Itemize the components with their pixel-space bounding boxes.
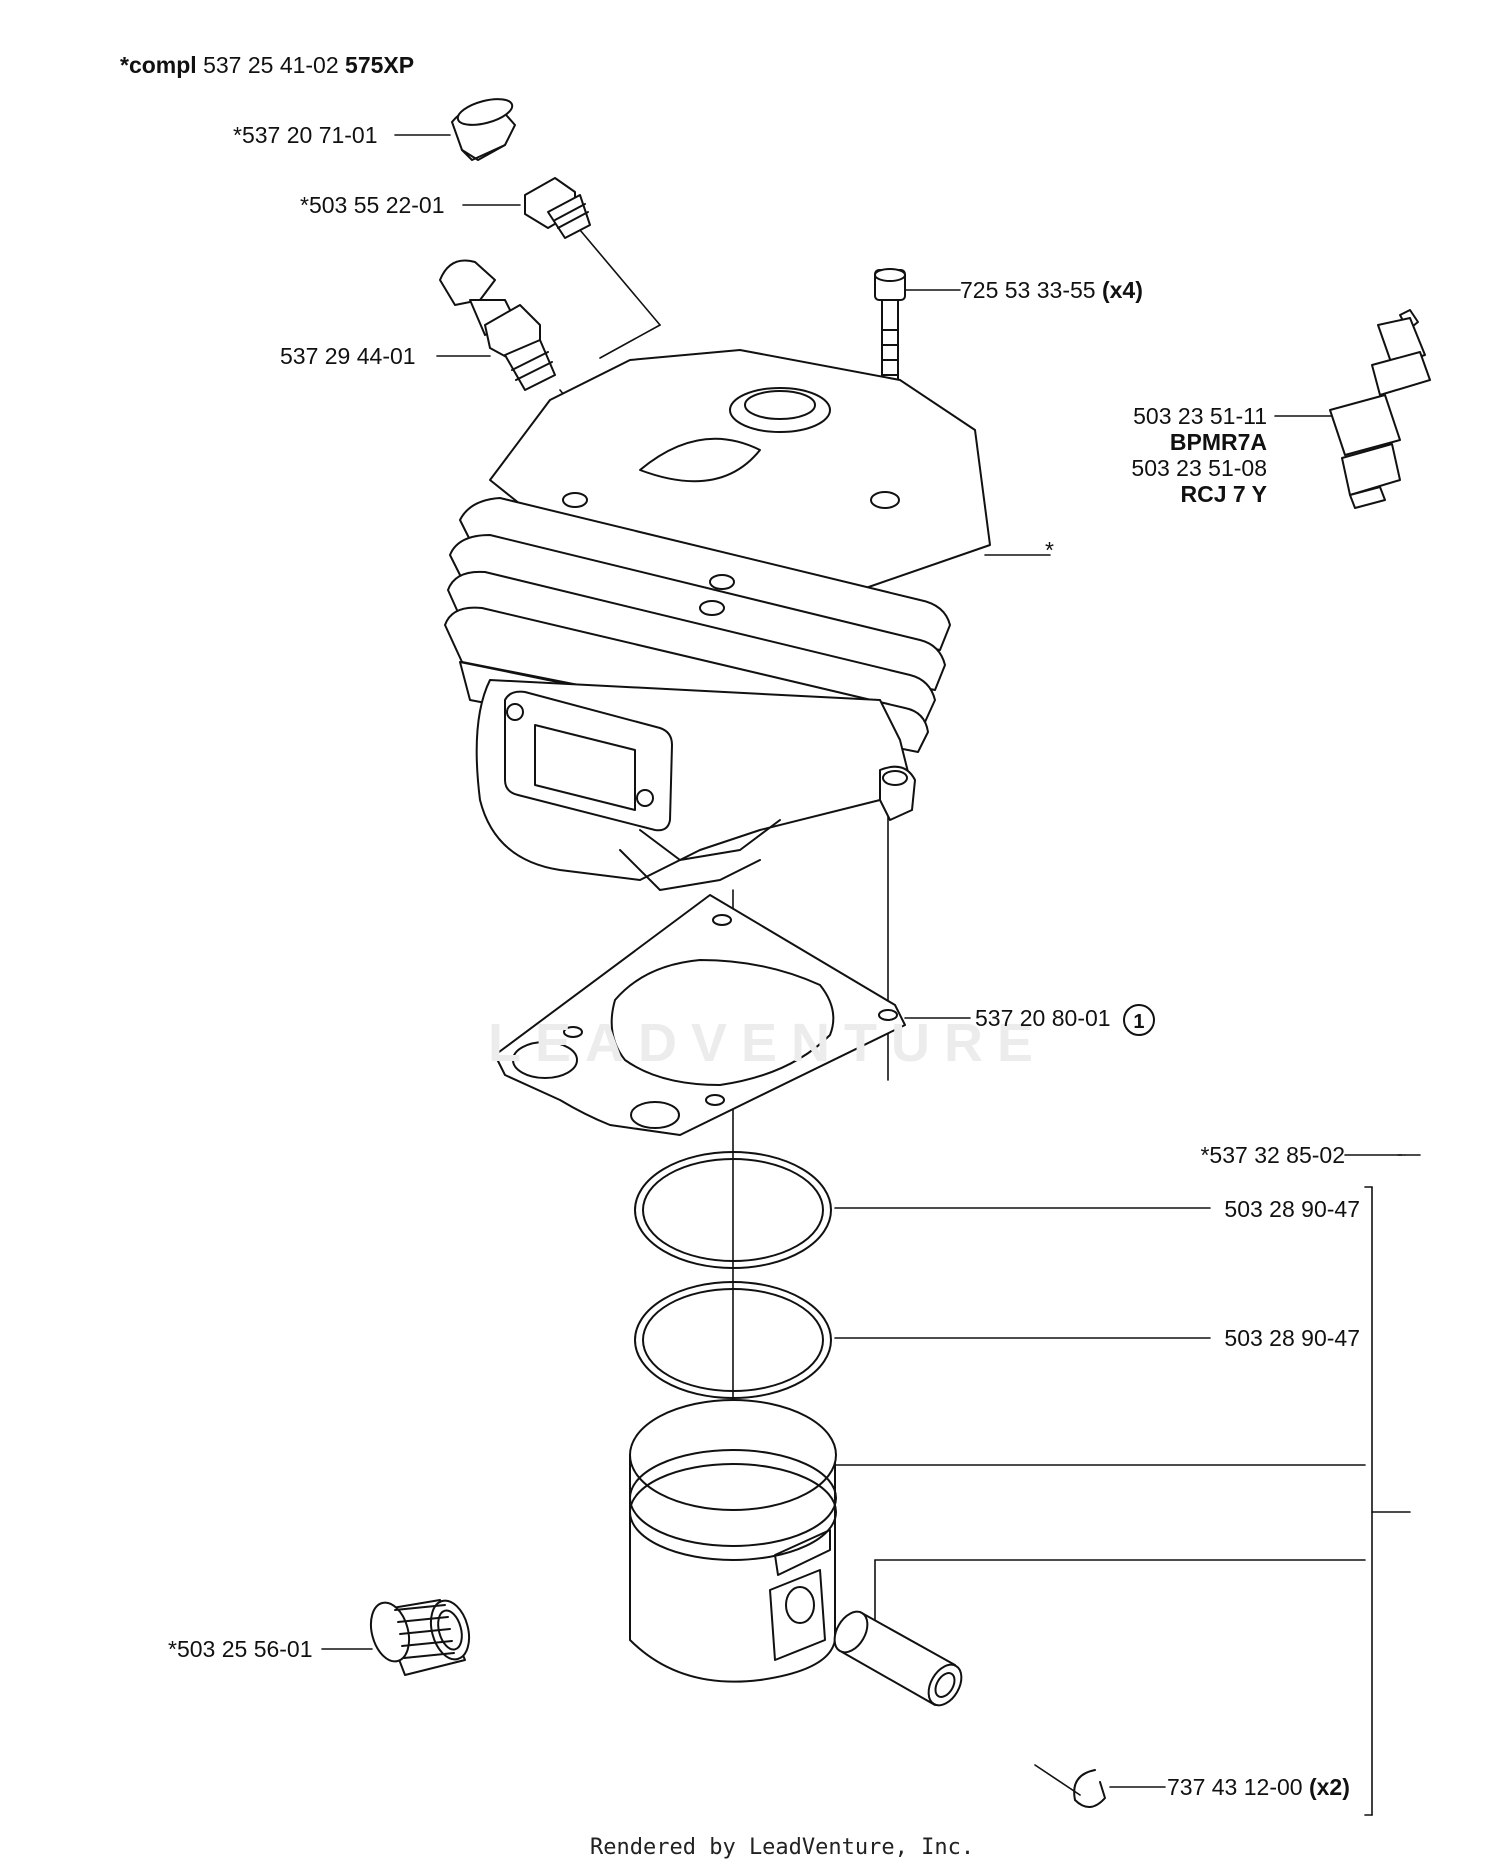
piston-pin	[833, 1610, 963, 1707]
cylinder-screw	[874, 268, 906, 399]
label-piston-ring-2[interactable]: 503 28 90-47	[1224, 1325, 1360, 1351]
cylinder-screw-qty: (x4)	[1101, 277, 1143, 303]
piston	[629, 1399, 837, 1683]
circlip-part-number: 737 43 12-00	[1167, 1774, 1303, 1800]
plug-cap	[451, 98, 516, 161]
gasket-callout-circle: 1	[1122, 1004, 1155, 1036]
label-plug-screw[interactable]: *503 55 22-01	[300, 192, 445, 218]
watermark: LEADVENTURE	[488, 1013, 1048, 1073]
label-decompression-valve[interactable]: 537 29 44-01	[280, 343, 416, 369]
label-plug-cap[interactable]: *537 20 71-01	[233, 122, 378, 148]
label-gasket[interactable]: 537 20 80-01 1	[975, 1004, 1155, 1036]
label-needle-bearing[interactable]: *503 25 56-01	[168, 1636, 313, 1662]
header-model: 575XP	[345, 52, 415, 78]
piston-ring-1	[634, 1151, 832, 1269]
label-cylinder-star: *	[1045, 537, 1054, 563]
label-spark-plug-1-type: BPMR7A	[1169, 429, 1267, 455]
header-part-number: 537 25 41-02	[203, 52, 339, 78]
circlip	[1073, 1769, 1106, 1808]
label-spark-plug-1[interactable]: 503 23 51-11	[1133, 403, 1267, 429]
label-spark-plug-2-type: RCJ 7 Y	[1180, 481, 1267, 507]
gasket-part-number: 537 20 80-01	[975, 1005, 1111, 1032]
cylinder	[444, 349, 991, 891]
header-prefix: *compl	[120, 52, 197, 78]
footer-credit: Rendered by LeadVenture, Inc.	[590, 1835, 975, 1860]
label-piston-ring-1[interactable]: 503 28 90-47	[1224, 1196, 1360, 1222]
piston-ring-2	[634, 1281, 832, 1399]
plug-screw	[524, 177, 591, 239]
needle-bearing	[369, 1599, 471, 1676]
spark-plug	[1329, 309, 1431, 509]
cylinder-screw-part-number: 725 53 33-55	[960, 277, 1096, 303]
cylinder-gasket	[494, 894, 906, 1136]
label-cylinder-screw[interactable]: 725 53 33-55 (x4)	[960, 277, 1143, 303]
label-circlip[interactable]: 737 43 12-00 (x2)	[1167, 1774, 1350, 1800]
label-spark-plug-2[interactable]: 503 23 51-08	[1131, 455, 1267, 481]
assembly-header: *compl 537 25 41-02 575XP	[120, 52, 414, 78]
circlip-qty: (x2)	[1308, 1774, 1350, 1800]
label-piston-kit[interactable]: *537 32 85-02	[1200, 1142, 1345, 1168]
decompression-valve	[439, 259, 556, 391]
